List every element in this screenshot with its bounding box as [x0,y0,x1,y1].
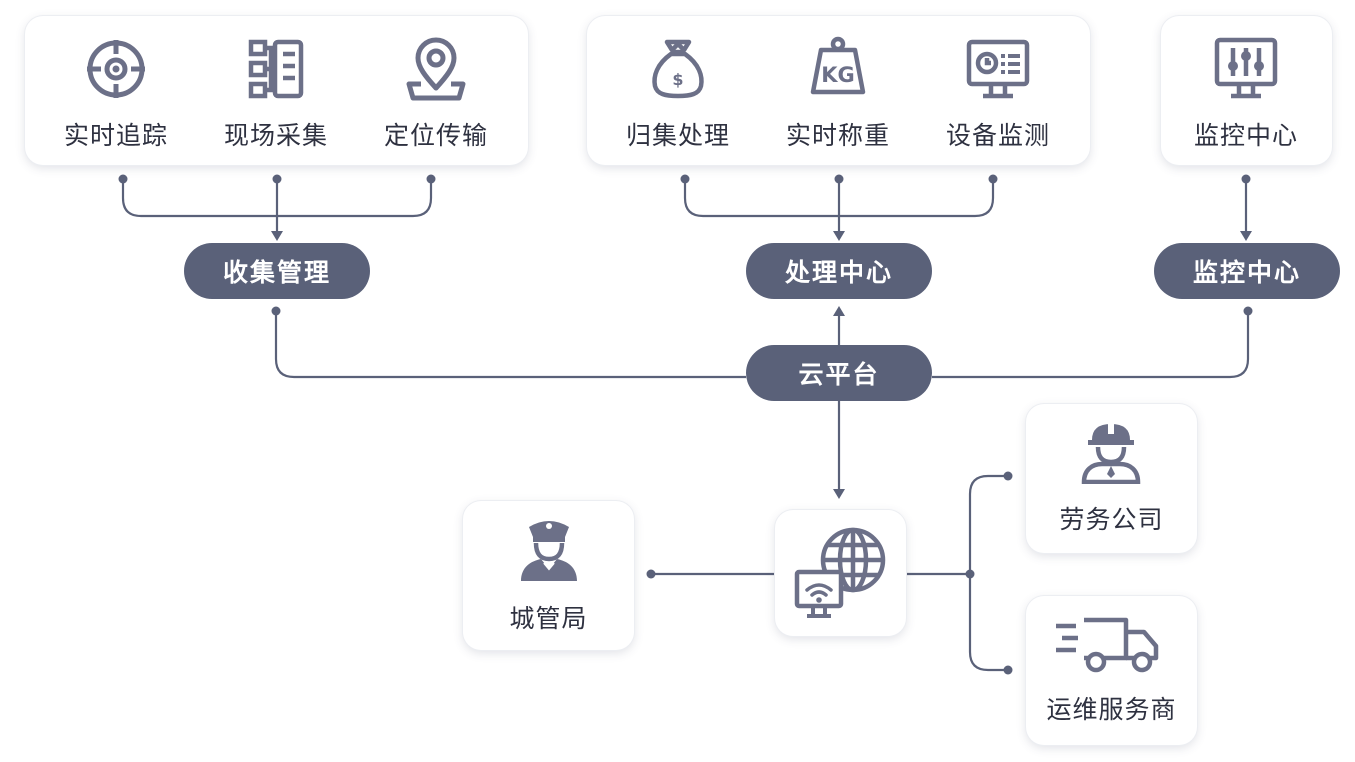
item-field-collection[interactable]: 现场采集 [201,36,351,152]
svg-text:KG: KG [821,63,855,87]
monitoring-card: 监控中心 [1161,16,1332,165]
item-realtime-weighing[interactable]: KG 实时称重 [763,36,913,152]
item-location-transfer[interactable]: 定位传输 [361,36,511,152]
item-label: 监控中心 [1193,121,1298,150]
item-monitoring-center[interactable]: 监控中心 [1171,36,1321,152]
svg-text:$: $ [672,70,683,89]
delivery-truck-icon [1056,617,1159,673]
item-device-monitoring[interactable]: 设备监测 [923,36,1073,152]
officer-icon [521,521,577,581]
labor-label: 劳务公司 [1059,505,1164,534]
node-city-management[interactable]: 城管局 [463,501,634,650]
monitor-sliders-icon [1214,37,1278,99]
node-ops-provider[interactable]: 运维服务商 [1026,596,1197,745]
item-label: 实时称重 [785,121,890,150]
money-bag-icon: $ [652,39,704,99]
city-label: 城管局 [509,604,588,633]
cloud-platform[interactable]: 云平台 [746,345,932,401]
item-label: 归集处理 [625,121,730,150]
weight-kg-icon: KG [810,36,866,95]
item-label: 现场采集 [223,121,328,150]
worker-icon [1081,424,1141,484]
hub-collection-management[interactable]: 收集管理 [184,243,370,299]
node-network-hub[interactable] [775,510,906,636]
list-collection-icon [248,39,304,99]
hub-processing-center[interactable]: 处理中心 [746,243,932,299]
globe-network-icon [794,527,886,618]
ops-label: 运维服务商 [1046,695,1177,724]
node-labor-company[interactable]: 劳务公司 [1026,404,1197,553]
item-gathering[interactable]: $ 归集处理 [603,36,753,152]
monitor-dashboard-icon [966,39,1030,99]
item-realtime-tracking[interactable]: 实时追踪 [41,36,191,152]
processing-card: $ 归集处理 KG 实时称重 设备监测 [587,16,1090,165]
item-label: 定位传输 [383,121,488,150]
item-label: 设备监测 [945,121,1050,150]
collection-card: 实时追踪 现场采集 定位传输 [25,16,528,165]
hub-monitoring-center[interactable]: 监控中心 [1154,243,1340,299]
crosshair-icon [87,40,145,98]
location-pin-icon [406,37,466,101]
item-label: 实时追踪 [63,121,168,150]
